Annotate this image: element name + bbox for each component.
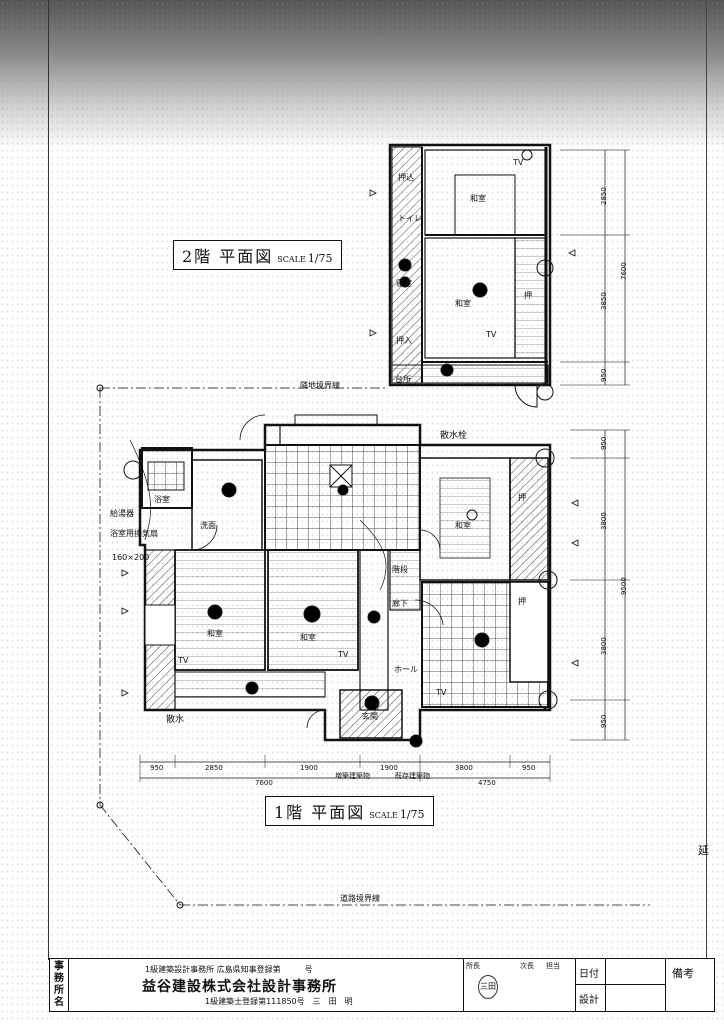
- approval-stamp: 三田: [478, 975, 498, 999]
- bath-size-label: 160×200: [112, 553, 150, 562]
- architect-text: 1級建築士登録第111850号 三 田 明: [205, 997, 353, 1006]
- floor2-room-toilet: トイレ: [398, 214, 422, 223]
- tb-divider-5: [665, 959, 666, 1011]
- margin-note: 延: [698, 844, 709, 857]
- floor1-dim-r1: 950: [600, 436, 608, 450]
- sprinkler-label: 散水: [166, 715, 185, 725]
- floor1-room-washitsu-1: 和室: [207, 629, 223, 638]
- tb-divider-4: [605, 959, 606, 1011]
- floor2-plan: [388, 143, 630, 408]
- floor1-dim-note-2: 既存建築物: [395, 772, 430, 780]
- floor2-title-text: 2階 平面図: [182, 247, 274, 266]
- floor1-dim-r3: 9500: [620, 577, 628, 595]
- bath-label: 浴室: [154, 495, 170, 504]
- heater-note: 給湯器: [110, 509, 134, 518]
- header-deputy: 次長: [520, 962, 534, 970]
- floor1-dim-b3: 1900: [300, 764, 318, 772]
- floor1-dim-b2: 2850: [205, 764, 223, 772]
- sheet-left-border: [48, 0, 49, 960]
- floor2-dim-total: 7600: [620, 262, 628, 280]
- company-name: 益谷建設株式会社設計事務所: [142, 979, 337, 995]
- floor1-tv-2: TV: [338, 650, 349, 659]
- floor1-room-oshi-a: 押: [518, 493, 526, 502]
- floor1-dim-b4: 1900: [380, 764, 398, 772]
- header-chief: 所長: [466, 962, 480, 970]
- floor1-scale-label: SCALE: [369, 811, 398, 820]
- sprinkler-post-label: 散水栓: [440, 431, 468, 441]
- floor1-room-senmen: 洗面: [200, 521, 216, 530]
- floor1-dim-total-1: 7600: [255, 779, 273, 787]
- floor1-room-oshi-b: 押: [518, 597, 526, 606]
- floor2-dim-3: 950: [600, 368, 608, 382]
- floor1-room-kaidan: 階段: [392, 565, 408, 574]
- floor2-room-bedroom: 寝室: [396, 279, 412, 288]
- floor2-room-washitsu-b: 和室: [455, 299, 471, 308]
- tb-divider-2: [463, 959, 464, 1011]
- floor1-dim-r5: 950: [600, 714, 608, 728]
- tb-hline: [575, 984, 665, 985]
- floor1-room-genkan: 玄関: [362, 712, 378, 721]
- floor2-scale-value: 1/75: [307, 252, 333, 265]
- design-label: 設計: [579, 995, 599, 1006]
- floor1-tv-1: TV: [178, 656, 189, 665]
- header-staff: 担当: [546, 962, 560, 970]
- floor1-room-washitsu-2: 和室: [300, 633, 316, 642]
- boundary-bottom-label: 道路境界線: [340, 894, 380, 903]
- floor1-scale-value: 1/75: [399, 808, 425, 821]
- floor1-dim-r2: 3800: [600, 512, 608, 530]
- floor2-tv-2: TV: [486, 330, 497, 339]
- date-label: 日付: [579, 969, 599, 980]
- title-block: 事務所名 1級建築設計事務所 広島県知事登録第 号 益谷建設株式会社設計事務所 …: [49, 958, 715, 1012]
- floor2-dim-2: 3850: [600, 292, 608, 310]
- remarks-label: 備考: [672, 967, 694, 980]
- floor1-dim-b1: 950: [150, 764, 164, 772]
- floor1-room-hall: ホール: [394, 665, 418, 674]
- boundary-top-label: 隣地境界線: [300, 381, 340, 390]
- floor1-room-rouka: 廊下: [392, 599, 408, 608]
- floor2-dim-1: 2850: [600, 187, 608, 205]
- office-name-label: 事務所名: [54, 961, 64, 1008]
- tb-divider-3: [575, 959, 576, 1011]
- site-boundary: [96, 384, 650, 909]
- floor1-plan: [121, 189, 630, 782]
- floor1-tv-3: TV: [436, 688, 447, 697]
- floor1-dim-r4: 3800: [600, 637, 608, 655]
- tb-divider-1: [68, 959, 69, 1011]
- floor1-title-text: 1階 平面図: [274, 803, 366, 822]
- scan-shading: [0, 0, 724, 150]
- registration-text: 1級建築設計事務所 広島県知事登録第 号: [145, 965, 313, 974]
- floor2-scale-label: SCALE: [277, 255, 306, 264]
- floor1-dim-total-2: 4750: [478, 779, 496, 787]
- floor2-room-washitsu-a: 和室: [470, 194, 486, 203]
- heater-label: 浴室用換気扇: [110, 529, 158, 538]
- floor1-room-washitsu-3: 和室: [455, 521, 471, 530]
- floor1-dim-b6: 950: [522, 764, 536, 772]
- floor1-dim-note-1: 増築建築物: [335, 772, 370, 780]
- floor2-room-kitchenette: 台所: [395, 375, 411, 384]
- floor2-room-oshi-3: 押入: [396, 336, 412, 345]
- sheet-right-border: [706, 0, 707, 960]
- floor2-room-oshi-2: 押: [524, 291, 532, 300]
- floor1-dim-b5: 3800: [455, 764, 473, 772]
- floor2-room-oshi-1: 押込: [398, 173, 414, 182]
- floor2-tv-1: TV: [513, 158, 524, 167]
